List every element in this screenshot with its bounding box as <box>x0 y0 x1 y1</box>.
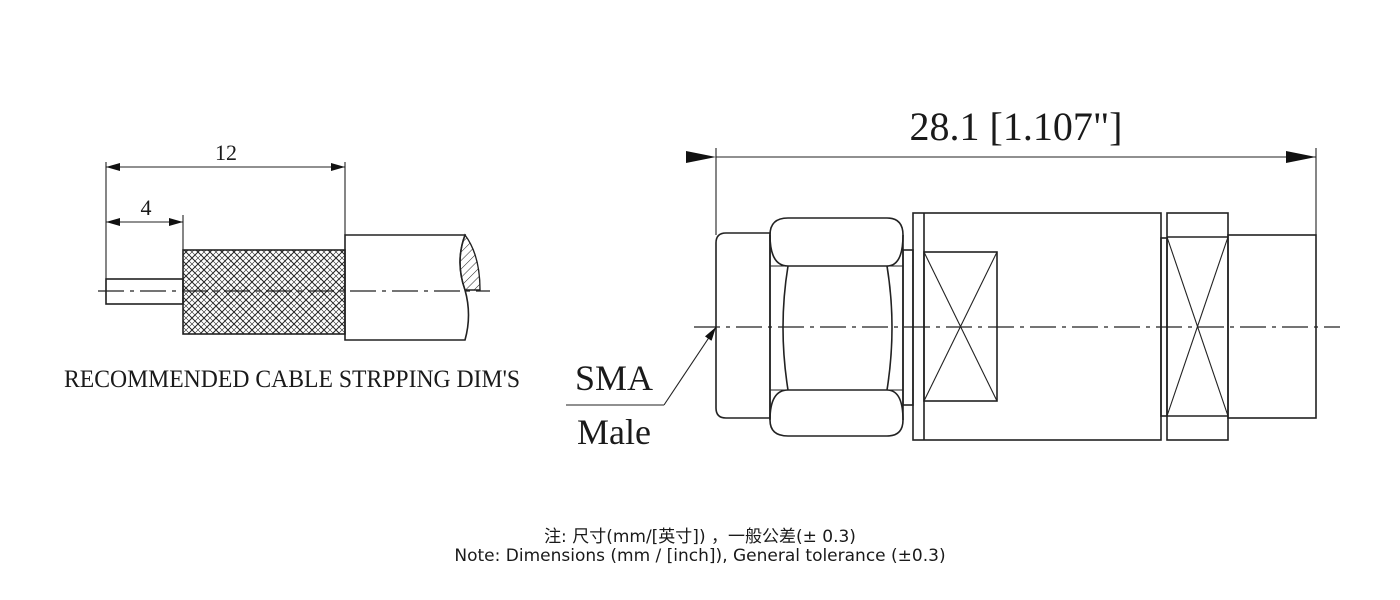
connector-gender-label: Male <box>577 412 651 452</box>
cable-jacket <box>344 234 470 341</box>
cable-caption: RECOMMENDED CABLE STRPPING DIM'S <box>64 366 520 393</box>
connector-type-label: SMA <box>575 358 653 398</box>
jacket-section-hatch <box>459 233 481 291</box>
sma-connector-drawing: 28.1 [1.107"] <box>566 104 1340 452</box>
note-chinese: 注: 尺寸(mm/[英寸]) ，一般公差(± 0.3) <box>544 527 856 547</box>
label-leader-line <box>663 326 717 406</box>
braid-shield <box>182 249 346 335</box>
note-english: Note: Dimensions (mm / [inch]), General … <box>454 546 946 566</box>
dimension-label-4: 4 <box>141 195 152 220</box>
connector-front-body <box>715 232 771 419</box>
overall-length-label: 28.1 [1.107"] <box>910 104 1123 149</box>
dimension-label-12: 12 <box>215 140 237 165</box>
cable-stripping-drawing: 12 4 RECOMMENDED CABLE STRPPING DIM'S <box>64 140 520 393</box>
